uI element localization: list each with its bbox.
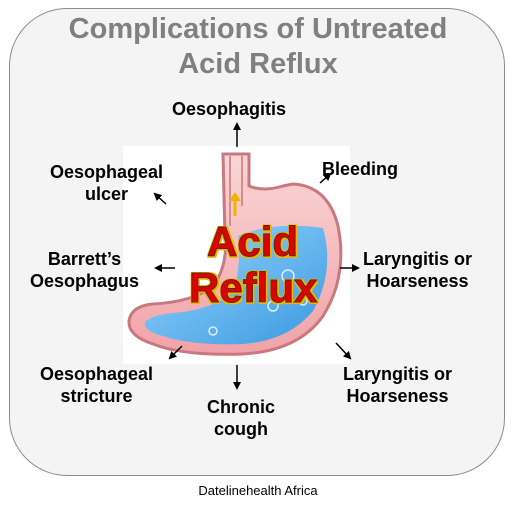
arrow-icon [153, 192, 167, 205]
label-oesophagitis: Oesophagitis [172, 98, 286, 120]
label-oesophageal-ulcer: Oesophageal ulcer [50, 161, 163, 205]
label-barretts-oesophagus: Barrett’s Oesophagus [30, 248, 139, 292]
stomach-illustration: Acid Reflux [123, 146, 350, 364]
center-word-acid: Acid [206, 218, 299, 265]
label-oesophagitis-text: Oesophagitis [172, 99, 287, 119]
title-line-1: Complications of Untreated [68, 13, 448, 45]
label-cough-line-2: cough [214, 419, 268, 439]
label-laryngitis-lower-line-2: Hoarseness [346, 386, 449, 406]
label-oesophageal-stricture: Oesophageal stricture [40, 363, 153, 407]
label-ulcer-line-1: Oesophageal [50, 162, 164, 182]
label-barretts-line-2: Oesophagus [30, 271, 140, 291]
label-chronic-cough: Chronic cough [207, 396, 275, 440]
arrow-icon [319, 172, 332, 184]
footer-credit: Datelinehealth Africa [198, 483, 318, 498]
title-line-2: Acid Reflux [178, 48, 338, 80]
arrow-icon [168, 345, 183, 360]
label-laryngitis-upper-line-2: Hoarseness [366, 271, 469, 291]
label-laryngitis-lower: Laryngitis or Hoarseness [343, 363, 452, 407]
center-word-reflux: Reflux [188, 264, 318, 311]
label-laryngitis-upper: Laryngitis or Hoarseness [363, 248, 472, 292]
label-stricture-line-1: Oesophageal [40, 364, 154, 384]
arrow-icon [335, 342, 352, 360]
label-stricture-line-2: stricture [60, 386, 133, 406]
label-bleeding: Bleeding [322, 158, 398, 180]
diagram-title: Complications of Untreated Acid Reflux [0, 12, 516, 82]
label-laryngitis-lower-line-1: Laryngitis or [343, 364, 453, 384]
label-cough-line-1: Chronic [207, 397, 276, 417]
stomach-icon [123, 146, 350, 364]
label-ulcer-line-2: ulcer [85, 184, 129, 204]
label-barretts-line-1: Barrett’s [47, 249, 122, 269]
label-laryngitis-upper-line-1: Laryngitis or [363, 249, 473, 269]
label-bleeding-text: Bleeding [322, 159, 399, 179]
